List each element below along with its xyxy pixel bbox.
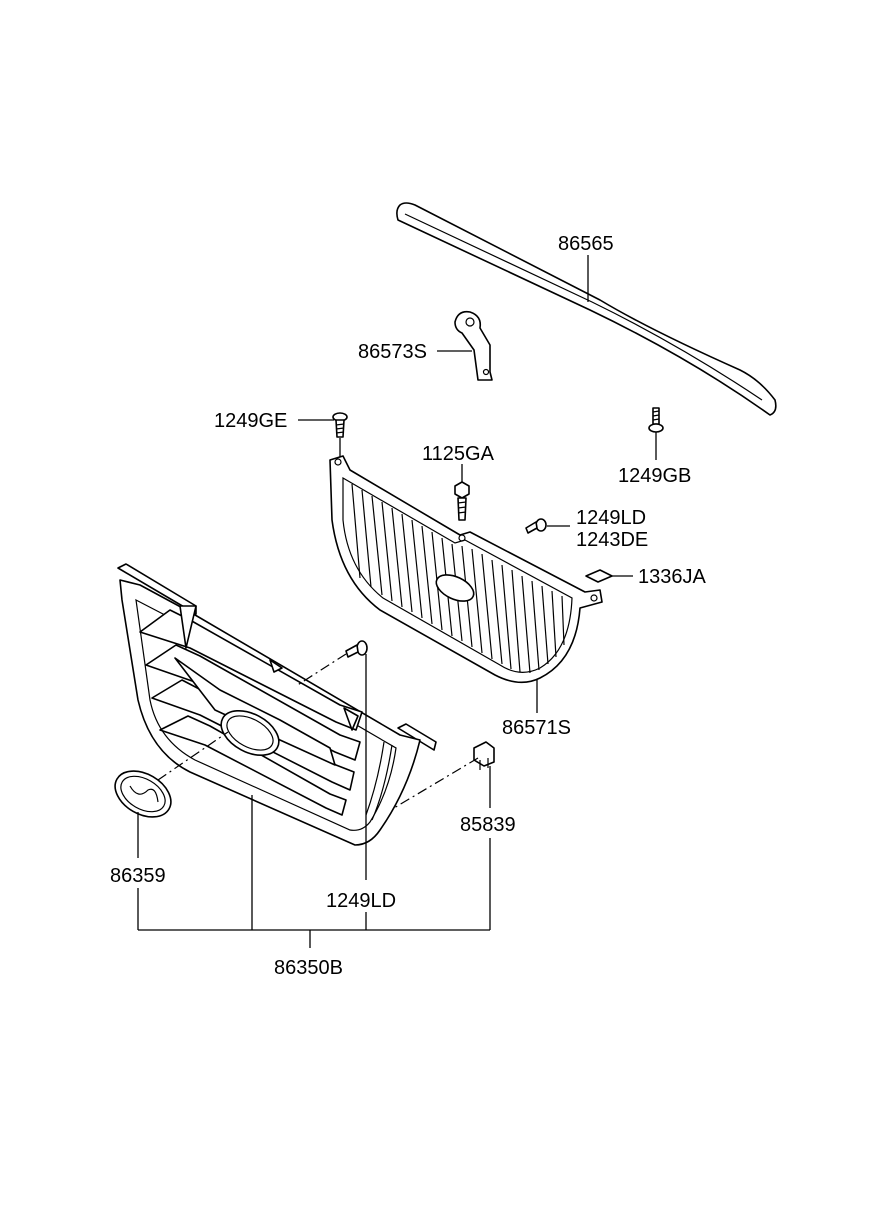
label-85839: 85839 xyxy=(460,814,516,836)
dash-86359 xyxy=(157,731,229,781)
clip-1336JA-part xyxy=(585,569,613,583)
screw-1249GB-part xyxy=(648,407,664,433)
label-1249LD-lower: 1249LD xyxy=(326,890,396,912)
label-1336JA: 1336JA xyxy=(638,566,706,588)
assembly-bracket xyxy=(137,795,491,948)
label-86350B: 86350B xyxy=(274,957,343,979)
label-86573S: 86573S xyxy=(358,341,427,363)
screw-1249LD-upper-part xyxy=(525,518,547,534)
label-86359: 86359 xyxy=(110,865,166,887)
dash-85839 xyxy=(393,757,479,809)
label-86571S: 86571S xyxy=(502,717,571,739)
label-1249LD-upper: 1249LD xyxy=(576,507,646,529)
side-clip-part xyxy=(473,741,495,770)
bolt-1125GA-part xyxy=(454,481,470,521)
screw-1249LD-lower-part xyxy=(345,640,368,658)
emblem-part xyxy=(114,770,172,818)
label-1249GB: 1249GB xyxy=(618,465,691,487)
inner-grille-part xyxy=(329,455,603,684)
screw-1249GE-part xyxy=(332,412,348,438)
label-1243DE: 1243DE xyxy=(576,529,648,551)
main-grille-part xyxy=(117,563,437,846)
dash-1249LD-lower xyxy=(295,653,347,687)
label-1125GA: 1125GA xyxy=(422,443,495,465)
label-86565: 86565 xyxy=(558,233,614,255)
bracket-part xyxy=(454,310,493,381)
label-1249GE: 1249GE xyxy=(214,410,287,432)
upper-strip-part xyxy=(396,202,777,416)
